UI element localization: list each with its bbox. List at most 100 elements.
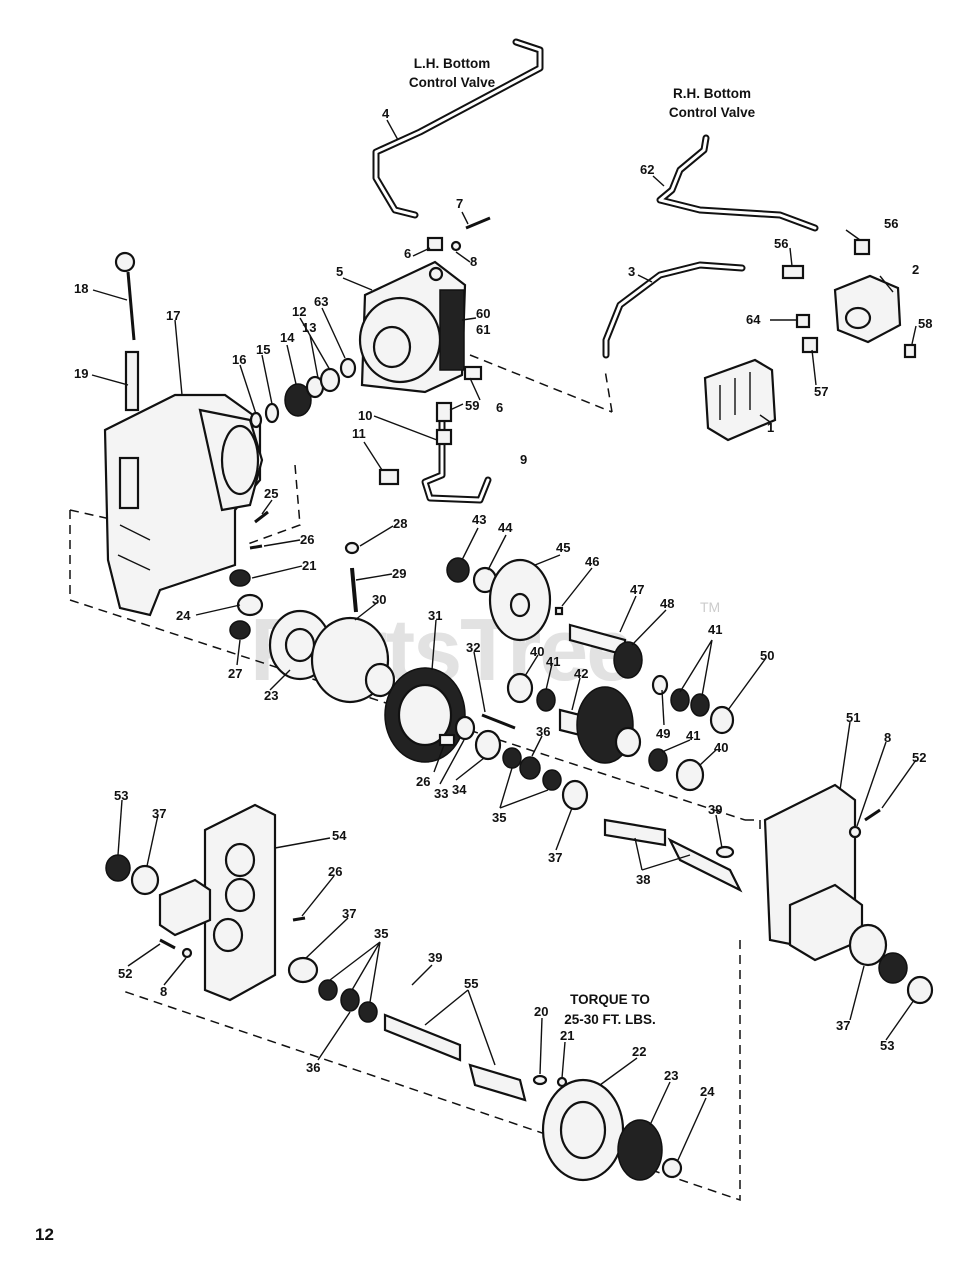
callout-60: 60: [476, 306, 490, 321]
callout-2: 2: [912, 262, 919, 277]
callout-24: 24: [700, 1084, 715, 1099]
callout-9: 9: [520, 452, 527, 467]
callout-4: 4: [382, 106, 390, 121]
callout-16: 16: [232, 352, 246, 367]
callout-43: 43: [472, 512, 486, 527]
callout-33: 33: [434, 786, 448, 801]
callout-40: 40: [714, 740, 728, 755]
callout-41: 41: [546, 654, 560, 669]
callout-17: 17: [166, 308, 180, 323]
callout-26: 26: [416, 774, 430, 789]
callout-52: 52: [912, 750, 926, 765]
callout-11: 11: [352, 426, 366, 441]
callout-8: 8: [884, 730, 891, 745]
callout-38: 38: [636, 872, 650, 887]
callout-36: 36: [306, 1060, 320, 1075]
callout-53: 53: [114, 788, 128, 803]
middle-bearings: [502, 747, 589, 811]
upper-shaft-parts: [446, 557, 643, 679]
callout-31: 31: [428, 608, 442, 623]
callout-40: 40: [530, 644, 544, 659]
callout-26: 26: [300, 532, 314, 547]
pump-drive-parts: [249, 357, 357, 429]
callout-13: 13: [302, 320, 316, 335]
callout-47: 47: [630, 582, 644, 597]
callout-39: 39: [708, 802, 722, 817]
callout-45: 45: [556, 540, 570, 555]
callout-32: 32: [466, 640, 480, 655]
callout-1: 1: [767, 420, 774, 435]
callout-49: 49: [656, 726, 670, 741]
callout-34: 34: [452, 782, 467, 797]
callout-30: 30: [372, 592, 386, 607]
callout-41: 41: [686, 728, 700, 743]
differential: [310, 541, 516, 763]
callout-42: 42: [574, 666, 588, 681]
callout-56: 56: [774, 236, 788, 251]
countershaft: [506, 672, 735, 792]
callout-6: 6: [496, 400, 503, 415]
callout-52: 52: [118, 966, 132, 981]
torque-note-1: TORQUE TO: [570, 992, 650, 1007]
callout-6: 6: [404, 246, 411, 261]
callout-41: 41: [708, 622, 722, 637]
callout-5: 5: [336, 264, 343, 279]
callout-18: 18: [74, 281, 88, 296]
callout-37: 37: [152, 806, 166, 821]
callout-29: 29: [392, 566, 406, 581]
callout-25: 25: [264, 486, 278, 501]
callout-28: 28: [393, 516, 407, 531]
filter-assembly: [703, 238, 917, 442]
callout-59: 59: [465, 398, 479, 413]
callout-leaders: [91, 119, 917, 1161]
hydraulic-pump: [358, 260, 467, 394]
callout-26: 26: [328, 864, 342, 879]
callout-36: 36: [536, 724, 550, 739]
callout-7: 7: [456, 196, 463, 211]
rh-valve-heading-1: R.H. Bottom: [673, 86, 751, 101]
callout-53: 53: [880, 1038, 894, 1053]
callout-10: 10: [358, 408, 372, 423]
callout-8: 8: [470, 254, 477, 269]
callout-23: 23: [664, 1068, 678, 1083]
callout-21: 21: [560, 1028, 574, 1043]
callout-24: 24: [176, 608, 191, 623]
callout-37: 37: [836, 1018, 850, 1033]
callout-35: 35: [374, 926, 388, 941]
headings: L.H. Bottom Control Valve R.H. Bottom Co…: [409, 56, 756, 1027]
callout-20: 20: [534, 1004, 548, 1019]
callout-63: 63: [314, 294, 328, 309]
right-side-cover: [763, 783, 934, 1005]
callout-46: 46: [585, 554, 599, 569]
watermark-tm: TM: [700, 599, 720, 615]
rh-valve-heading-2: Control Valve: [669, 105, 756, 120]
callout-57: 57: [814, 384, 828, 399]
callout-22: 22: [632, 1044, 646, 1059]
callout-12: 12: [292, 304, 306, 319]
callout-54: 54: [332, 828, 347, 843]
callout-3: 3: [628, 264, 635, 279]
callout-62: 62: [640, 162, 654, 177]
oil-tubes: [372, 38, 819, 504]
callout-21: 21: [302, 558, 316, 573]
fittings: [378, 216, 491, 486]
callout-37: 37: [548, 850, 562, 865]
left-side-cover: [105, 803, 306, 1002]
callout-51: 51: [846, 710, 860, 725]
callout-15: 15: [256, 342, 270, 357]
callout-labels: 4 7 6 8 5 60 61 6 59 10 9 11 62 56 56 2 …: [74, 106, 932, 1099]
callout-55: 55: [464, 976, 478, 991]
lh-valve-heading-2: Control Valve: [409, 75, 496, 90]
callout-64: 64: [746, 312, 761, 327]
lh-valve-heading-1: L.H. Bottom: [414, 56, 491, 71]
callout-56: 56: [884, 216, 898, 231]
callout-39: 39: [428, 950, 442, 965]
callout-50: 50: [760, 648, 774, 663]
callout-61: 61: [476, 322, 490, 337]
callout-58: 58: [918, 316, 932, 331]
callout-27: 27: [228, 666, 242, 681]
dipstick: [114, 251, 140, 412]
callout-35: 35: [492, 810, 506, 825]
